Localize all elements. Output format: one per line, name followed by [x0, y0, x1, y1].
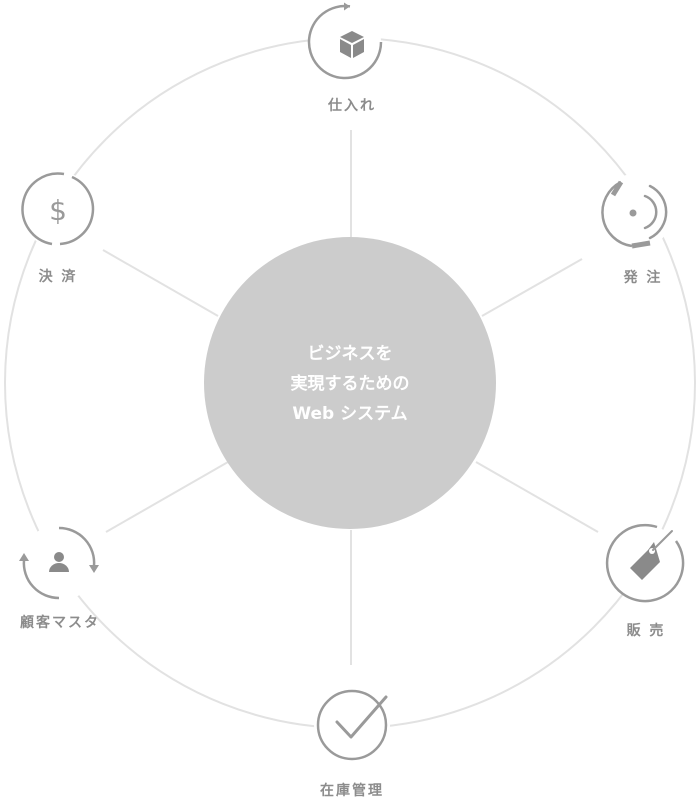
- node-label-inventory: 在庫管理: [320, 782, 384, 799]
- spoke-sales: [475, 461, 599, 533]
- node-purchase[interactable]: 仕入れ: [307, 2, 383, 115]
- node-inventory[interactable]: 在庫管理: [314, 687, 390, 799]
- checkmark-icon: [335, 695, 388, 739]
- center-line-1: ビジネスを: [308, 344, 393, 364]
- signal-icon: [629, 184, 668, 240]
- node-ordering[interactable]: 発 注: [597, 174, 673, 286]
- spokes: [102, 130, 599, 665]
- user-icon: [49, 552, 69, 572]
- spoke-customer: [105, 461, 229, 533]
- node-label-payment: 決 済: [39, 268, 78, 285]
- svg-text:$: $: [49, 194, 67, 227]
- node-label-sales: 販 売: [627, 622, 666, 639]
- node-label-purchase: 仕入れ: [327, 97, 376, 114]
- node-label-ordering: 発 注: [623, 269, 663, 286]
- node-label-customer: 顧客マスタ: [20, 614, 100, 631]
- price-tag-icon: [630, 530, 673, 580]
- center-line-3: Web システム: [292, 404, 407, 424]
- box-icon: [340, 31, 364, 58]
- central-hub: [204, 237, 496, 529]
- spoke-payment: [102, 249, 219, 317]
- center-line-2: 実現するための: [291, 373, 410, 394]
- dollar-icon: $: [49, 194, 67, 227]
- node-sales[interactable]: 販 売: [605, 523, 685, 639]
- spoke-ordering: [481, 258, 583, 317]
- node-customer[interactable]: 顧客マスタ: [19, 525, 100, 631]
- node-payment[interactable]: $ 決 済: [19, 171, 95, 285]
